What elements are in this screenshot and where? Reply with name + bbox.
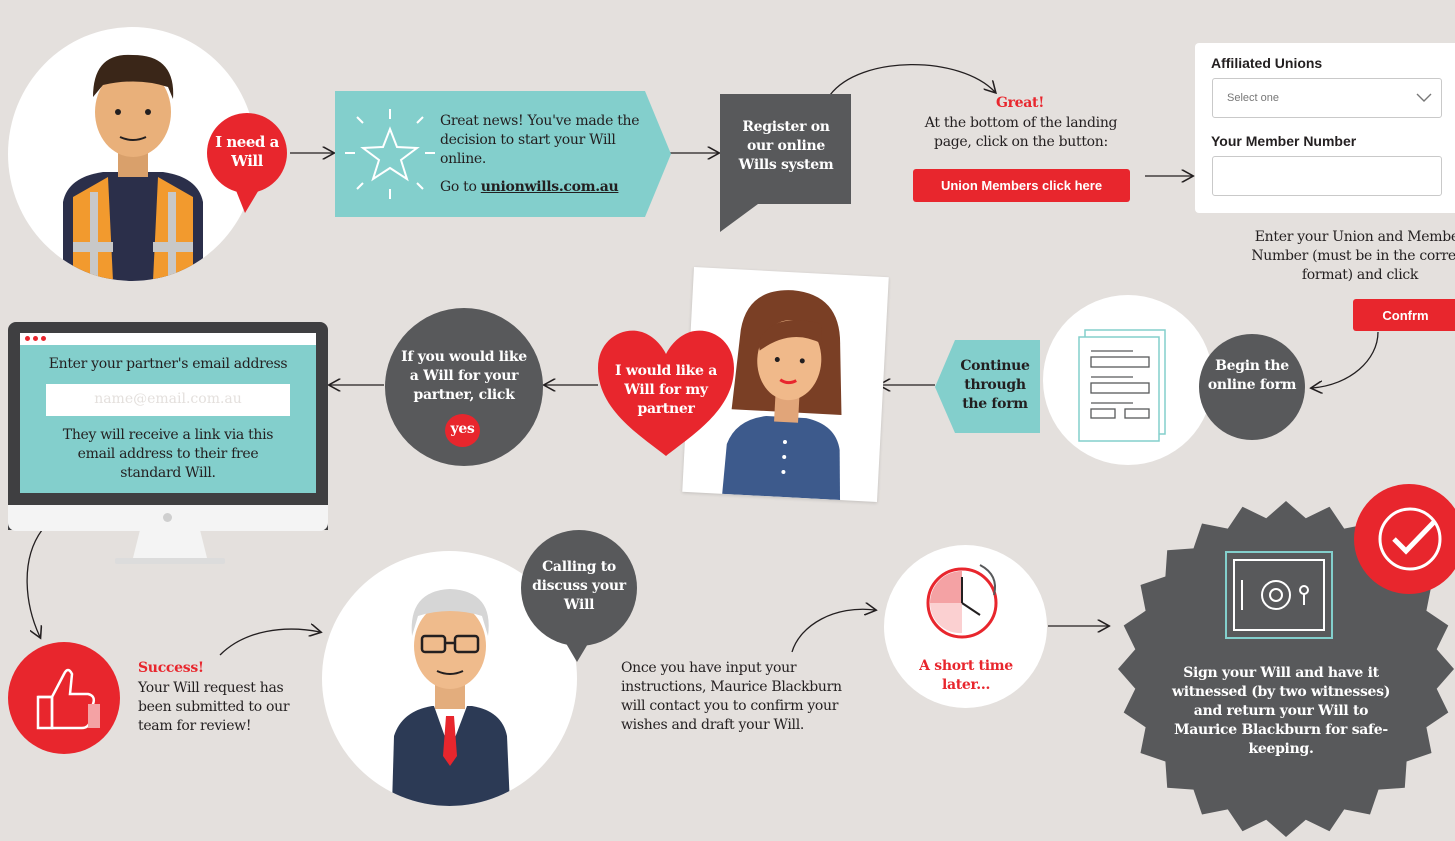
success-text: Your Will request has been submitted to … [138, 680, 290, 734]
worker-avatar-icon [63, 54, 203, 281]
partner-click-text: If you would like a Will for your partne… [401, 349, 527, 403]
member-number-label: Your Member Number [1211, 133, 1357, 149]
star-icon [345, 109, 435, 199]
monitor-stand [115, 530, 225, 564]
worker-portrait [8, 27, 256, 281]
great-label: Great! [995, 95, 1045, 111]
safe-icon [1225, 551, 1333, 639]
continue-banner [935, 340, 1040, 433]
great-news-text: Great news! You've made the decision to … [440, 113, 640, 167]
goto-line: Go to unionwills.com.au [440, 178, 640, 197]
sign-will-text: Sign your Will and have it witnessed (by… [1171, 665, 1391, 757]
arrow-11 [791, 609, 875, 653]
browser-bar [20, 333, 316, 345]
short-time-later: A short time later... [919, 658, 1013, 693]
continue-text: Continue through the form [960, 358, 1030, 412]
heart-icon [598, 330, 734, 456]
success-title: Success! [138, 660, 204, 676]
goto-prefix: Go to [440, 179, 481, 195]
union-members-button[interactable]: Union Members click here [913, 169, 1130, 202]
landing-page-text: At the bottom of the landing page, click… [924, 115, 1118, 150]
calling-bubble [521, 530, 637, 662]
confirm-button[interactable]: Confrm [1353, 299, 1455, 331]
member-form-card: Affiliated Unions Select one Your Member… [1195, 43, 1455, 213]
woman-avatar-icon [722, 290, 842, 501]
maurice-contact-text: Once you have input your instructions, M… [621, 660, 842, 733]
select-value: Select one [1227, 92, 1279, 104]
speech-i-need-a-will: I need a Will [215, 133, 279, 170]
register-text: Register on our online Wills system [738, 119, 834, 173]
member-number-input[interactable] [1212, 156, 1442, 196]
register-bubble [720, 94, 851, 232]
arrow-3 [829, 64, 995, 96]
clock-circle [884, 545, 1047, 708]
browser-dot-icon [33, 336, 38, 341]
monitor-button-icon [163, 513, 172, 522]
man-avatar-icon [392, 589, 510, 806]
affiliated-unions-label: Affiliated Unions [1211, 55, 1323, 71]
partner-photo [682, 267, 889, 502]
heart-text: I would like a Will for my partner [615, 363, 717, 417]
check-circle [1354, 484, 1455, 594]
arrow-9 [26, 529, 43, 637]
success-circle [8, 642, 120, 754]
begin-circle [1199, 334, 1305, 440]
arrow-5 [1312, 331, 1379, 388]
unionwills-link[interactable]: unionwills.com.au [480, 179, 619, 195]
yes-button[interactable]: yes [445, 414, 480, 447]
receive-link-text: They will receive a link via this email … [62, 427, 274, 481]
document-form-icon [1078, 329, 1166, 442]
arrow-10 [219, 629, 320, 656]
browser-dot-icon [25, 336, 30, 341]
begin-text: Begin the online form [1207, 358, 1297, 393]
teal-banner [335, 91, 671, 217]
calling-text: Calling to discuss your Will [532, 559, 626, 613]
burst-shape [1118, 501, 1454, 837]
form-circle [1043, 295, 1213, 465]
enter-union-text: Enter your Union and Member Number (must… [1251, 229, 1455, 283]
chevron-down-icon [1416, 93, 1432, 102]
monitor-screen: Enter your partner's email address name@… [20, 333, 316, 493]
partner-email-heading: Enter your partner's email address [48, 356, 288, 372]
thumbs-up-icon [36, 668, 100, 730]
sign-burst [1118, 501, 1454, 837]
speech-bubble-red [207, 113, 287, 213]
browser-dot-icon [41, 336, 46, 341]
checkmark-icon [1378, 507, 1442, 571]
union-select[interactable]: Select one [1212, 78, 1442, 118]
monitor-chin [8, 505, 328, 531]
partner-email-input[interactable]: name@email.com.au [46, 384, 290, 416]
clock-icon [926, 564, 998, 639]
